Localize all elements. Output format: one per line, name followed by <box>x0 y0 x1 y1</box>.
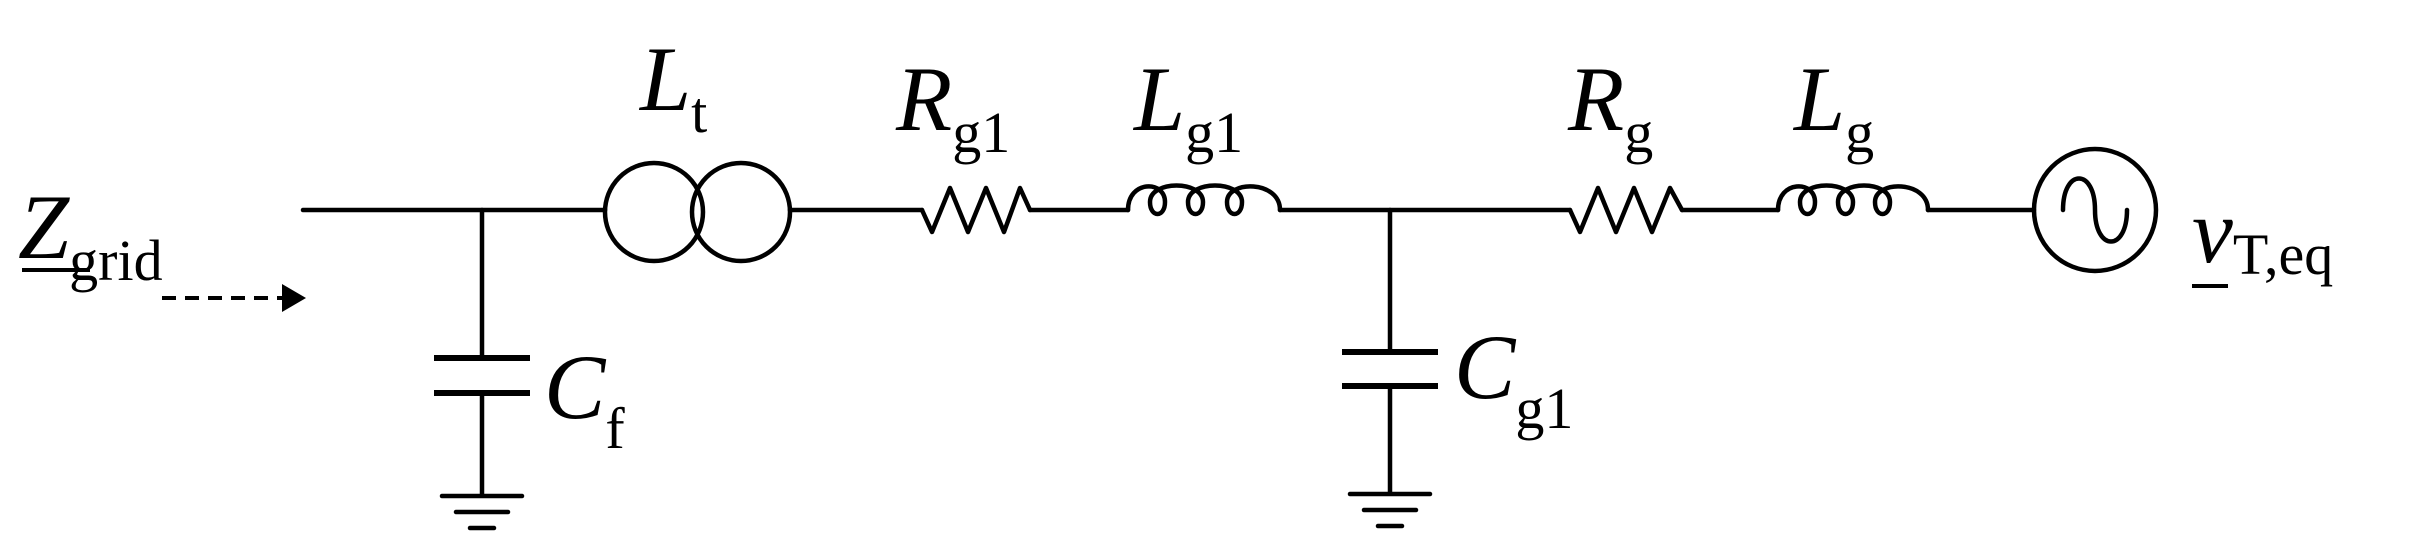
ground-symbol-c-g1 <box>1347 491 1433 529</box>
transformer-symbol <box>602 160 793 264</box>
label-z-grid: Zgrid <box>18 176 163 293</box>
label-r-g1: Rg1 <box>895 48 1010 165</box>
ground-symbol-c-f <box>439 493 525 531</box>
ac-source-symbol <box>2031 146 2159 274</box>
label-c-f: Cf <box>544 336 625 461</box>
label-v-t-eq: vT,eq <box>2192 180 2333 287</box>
resistor-r-g1 <box>919 185 1033 235</box>
capacitor-c-g1 <box>1342 207 1438 495</box>
inductor-l-g1 <box>1125 183 1283 217</box>
label-r-g: Rg <box>1567 48 1653 165</box>
inductor-l-g <box>1775 183 1931 217</box>
label-c-g1: Cg1 <box>1454 316 1573 441</box>
capacitor-c-f <box>434 207 530 497</box>
label-l-g: Lg <box>1792 48 1874 165</box>
label-l-t: Lt <box>638 28 707 145</box>
resistor-r-g <box>1567 185 1685 235</box>
impedance-direction-arrow <box>162 284 306 312</box>
label-l-g1: Lg1 <box>1132 48 1243 165</box>
